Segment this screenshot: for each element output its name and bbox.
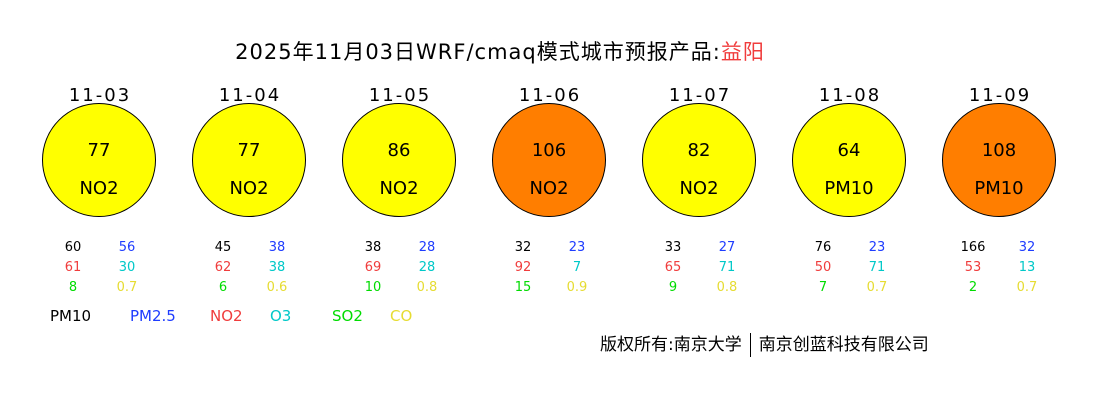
aqi-circle: 86 NO2 xyxy=(342,103,456,217)
o3-value: 28 xyxy=(418,260,436,275)
primary-pollutant: NO2 xyxy=(229,178,269,199)
aqi-value: 77 xyxy=(87,140,111,161)
pm10-value: 166 xyxy=(960,240,986,255)
legend-so2: SO2 xyxy=(332,307,363,325)
co-value: 0.8 xyxy=(716,280,738,295)
no2-value: 53 xyxy=(964,260,982,275)
copyright-org1: 南京大学 xyxy=(673,335,742,355)
so2-value: 10 xyxy=(364,280,382,295)
o3-value: 38 xyxy=(268,260,286,275)
pm10-value: 45 xyxy=(214,240,232,255)
o3-value: 7 xyxy=(572,260,582,275)
so2-value: 15 xyxy=(514,280,532,295)
forecast-date: 11-04 xyxy=(218,85,282,106)
day-forecast: 11-04 77 NO2 45 38 62 38 6 0.6 xyxy=(175,0,325,300)
pm25-value: 27 xyxy=(718,240,736,255)
legend-o3: O3 xyxy=(270,307,292,325)
day-forecast: 11-09 108 PM10 166 32 53 13 2 0.7 xyxy=(925,0,1075,300)
pm25-value: 23 xyxy=(568,240,586,255)
o3-value: 30 xyxy=(118,260,136,275)
co-value: 0.8 xyxy=(416,280,438,295)
so2-value: 8 xyxy=(68,280,78,295)
primary-pollutant: NO2 xyxy=(529,178,569,199)
no2-value: 65 xyxy=(664,260,682,275)
pm10-value: 33 xyxy=(664,240,682,255)
aqi-circle: 77 NO2 xyxy=(192,103,306,217)
so2-value: 2 xyxy=(968,280,978,295)
forecast-date: 11-05 xyxy=(368,85,432,106)
o3-value: 13 xyxy=(1018,260,1036,275)
no2-value: 69 xyxy=(364,260,382,275)
pm10-value: 32 xyxy=(514,240,532,255)
pm25-value: 56 xyxy=(118,240,136,255)
title-text: 2025年11月03日WRF/cmaq模式城市预报产品: xyxy=(235,40,721,64)
copyright-org2: 南京创蓝科技有限公司 xyxy=(758,335,929,355)
o3-value: 71 xyxy=(718,260,736,275)
pm25-value: 28 xyxy=(418,240,436,255)
forecast-date: 11-07 xyxy=(668,85,732,106)
co-value: 0.9 xyxy=(566,280,588,295)
forecast-date: 11-09 xyxy=(968,85,1032,106)
co-value: 0.7 xyxy=(1016,280,1038,295)
legend-pm25: PM2.5 xyxy=(130,307,176,325)
primary-pollutant: NO2 xyxy=(79,178,119,199)
aqi-value: 64 xyxy=(837,140,861,161)
legend-no2: NO2 xyxy=(210,307,243,325)
legend-pm10: PM10 xyxy=(50,307,92,325)
aqi-circle: 77 NO2 xyxy=(42,103,156,217)
day-forecast: 11-03 77 NO2 60 56 61 30 8 0.7 xyxy=(25,0,175,300)
pm25-value: 32 xyxy=(1018,240,1036,255)
aqi-circle: 82 NO2 xyxy=(642,103,756,217)
divider xyxy=(749,333,751,357)
co-value: 0.6 xyxy=(266,280,288,295)
copyright: 版权所有:南京大学南京创蓝科技有限公司 xyxy=(600,330,929,357)
aqi-circle: 108 PM10 xyxy=(942,103,1056,217)
co-value: 0.7 xyxy=(116,280,138,295)
day-forecast: 11-06 106 NO2 32 23 92 7 15 0.9 xyxy=(475,0,625,300)
no2-value: 62 xyxy=(214,260,232,275)
forecast-date: 11-06 xyxy=(518,85,582,106)
aqi-circle: 106 NO2 xyxy=(492,103,606,217)
aqi-value: 106 xyxy=(531,140,567,161)
no2-value: 61 xyxy=(64,260,82,275)
day-forecast: 11-07 82 NO2 33 27 65 71 9 0.8 xyxy=(625,0,775,300)
pm10-value: 60 xyxy=(64,240,82,255)
pm10-value: 76 xyxy=(814,240,832,255)
aqi-value: 77 xyxy=(237,140,261,161)
primary-pollutant: PM10 xyxy=(824,178,874,199)
forecast-date: 11-08 xyxy=(818,85,882,106)
aqi-circle: 64 PM10 xyxy=(792,103,906,217)
aqi-value: 82 xyxy=(687,140,711,161)
day-forecast: 11-05 86 NO2 38 28 69 28 10 0.8 xyxy=(325,0,475,300)
so2-value: 9 xyxy=(668,280,678,295)
no2-value: 92 xyxy=(514,260,532,275)
primary-pollutant: PM10 xyxy=(974,178,1024,199)
page-title: 2025年11月03日WRF/cmaq模式城市预报产品:益阳 xyxy=(0,36,1000,66)
city-name: 益阳 xyxy=(720,40,765,64)
so2-value: 6 xyxy=(218,280,228,295)
pm25-value: 38 xyxy=(268,240,286,255)
primary-pollutant: NO2 xyxy=(379,178,419,199)
day-forecast: 11-08 64 PM10 76 23 50 71 7 0.7 xyxy=(775,0,925,300)
co-value: 0.7 xyxy=(866,280,888,295)
primary-pollutant: NO2 xyxy=(679,178,719,199)
legend-co: CO xyxy=(390,307,413,325)
pm10-value: 38 xyxy=(364,240,382,255)
aqi-value: 108 xyxy=(981,140,1017,161)
o3-value: 71 xyxy=(868,260,886,275)
aqi-value: 86 xyxy=(387,140,411,161)
copyright-label: 版权所有: xyxy=(600,335,674,355)
pm25-value: 23 xyxy=(868,240,886,255)
forecast-date: 11-03 xyxy=(68,85,132,106)
no2-value: 50 xyxy=(814,260,832,275)
so2-value: 7 xyxy=(818,280,828,295)
